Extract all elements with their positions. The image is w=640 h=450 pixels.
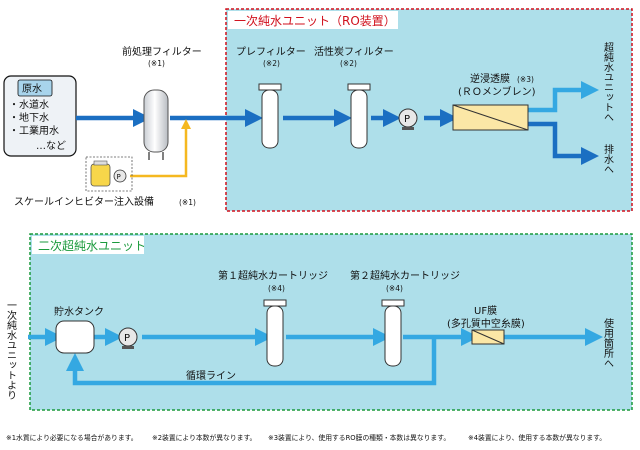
cartridge2-label: 第２超純水カートリッジ bbox=[350, 269, 460, 282]
uf-pump-icon: P bbox=[118, 327, 138, 349]
ro-membrane-note: (※3) bbox=[517, 75, 534, 84]
carbon-filter-label: 活性炭フィルター bbox=[314, 45, 394, 58]
to-usepoint-label: 使用箇所へ bbox=[602, 317, 614, 368]
flow-drain bbox=[528, 121, 599, 165]
loop-label: 循環ライン bbox=[186, 369, 236, 382]
raw-water-title-bg bbox=[17, 79, 53, 97]
cartridge1-note: (※4) bbox=[268, 284, 285, 293]
scale-inhibitor-note: (※1) bbox=[179, 198, 196, 207]
footnote-4: ※4装置により、使用する本数が異なります。 bbox=[468, 433, 606, 442]
storage-tank-label: 貯水タンク bbox=[54, 306, 104, 318]
uf-unit-title: 二次超純水ユニット bbox=[38, 238, 146, 253]
scale-inhibitor-box bbox=[85, 156, 133, 192]
ro-prefilter-cartridge bbox=[258, 83, 282, 149]
ro-pump-icon: P bbox=[398, 108, 418, 130]
svg-text:P: P bbox=[404, 114, 410, 125]
flow-scale-inhibitor bbox=[130, 119, 191, 178]
flow-permeate bbox=[528, 81, 599, 113]
flow-circulation-loop bbox=[66, 337, 437, 386]
ultrapure-cartridge-1 bbox=[263, 299, 287, 367]
chemical-tank-icon bbox=[90, 160, 111, 187]
scale-inhibitor-label: スケールインヒビター注入設備 bbox=[14, 195, 154, 208]
dosing-pump-icon: P bbox=[113, 169, 127, 183]
raw-water-item-2: ・工業用水 bbox=[9, 124, 59, 137]
svg-text:P: P bbox=[124, 333, 130, 344]
footnote-3: ※3装置により、使用するRO膜の種類・本数は異なります。 bbox=[268, 433, 450, 442]
raw-water-item-1: ・地下水 bbox=[9, 111, 49, 124]
ro-membrane-module bbox=[452, 104, 529, 131]
carbon-filter-cartridge bbox=[347, 83, 371, 149]
footnote-2: ※2装置により本数が異なります。 bbox=[152, 433, 256, 442]
to-ultrapure-label: 超純水ユニットへ bbox=[602, 41, 614, 122]
ro-prefilter-label: プレフィルター bbox=[236, 46, 306, 58]
ro-membrane-label: 逆浸透膜 bbox=[470, 72, 510, 85]
raw-water-title: 原水 bbox=[22, 83, 42, 95]
ultrapure-cartridge-2 bbox=[381, 299, 405, 367]
prefilter-label: 前処理フィルター bbox=[122, 45, 202, 58]
uf-membrane-sub: (多孔質中空糸膜) bbox=[447, 317, 525, 330]
uf-membrane-label: UF膜 bbox=[474, 305, 497, 317]
cartridge1-label: 第１超純水カートリッジ bbox=[218, 269, 328, 282]
inlet-label: 一次純水ユニットより bbox=[5, 300, 17, 400]
uf-unit-title-bg bbox=[32, 236, 144, 254]
ro-unit-panel bbox=[225, 8, 633, 212]
footnote-1: ※1水質により必要になる場合があります。 bbox=[6, 433, 138, 442]
ro-unit-title: 一次純水ユニット（RO装置） bbox=[234, 14, 396, 28]
ro-unit-title-bg bbox=[228, 11, 398, 29]
uf-membrane-module bbox=[471, 329, 505, 345]
to-drain-label: 排水へ bbox=[602, 143, 614, 174]
prefilter-note: (※1) bbox=[148, 59, 165, 68]
cartridge2-note: (※4) bbox=[386, 284, 403, 293]
raw-water-item-0: ・水道水 bbox=[9, 98, 49, 111]
svg-text:P: P bbox=[117, 173, 121, 181]
raw-water-item-3: …など bbox=[36, 140, 66, 152]
ro-prefilter-note: (※2) bbox=[263, 59, 280, 68]
prefilter-vessel bbox=[143, 89, 169, 160]
uf-unit-panel bbox=[29, 233, 633, 411]
carbon-filter-note: (※2) bbox=[340, 59, 357, 68]
ro-membrane-sub: (ＲＯメンブレン) bbox=[458, 85, 536, 98]
storage-tank bbox=[55, 320, 95, 354]
